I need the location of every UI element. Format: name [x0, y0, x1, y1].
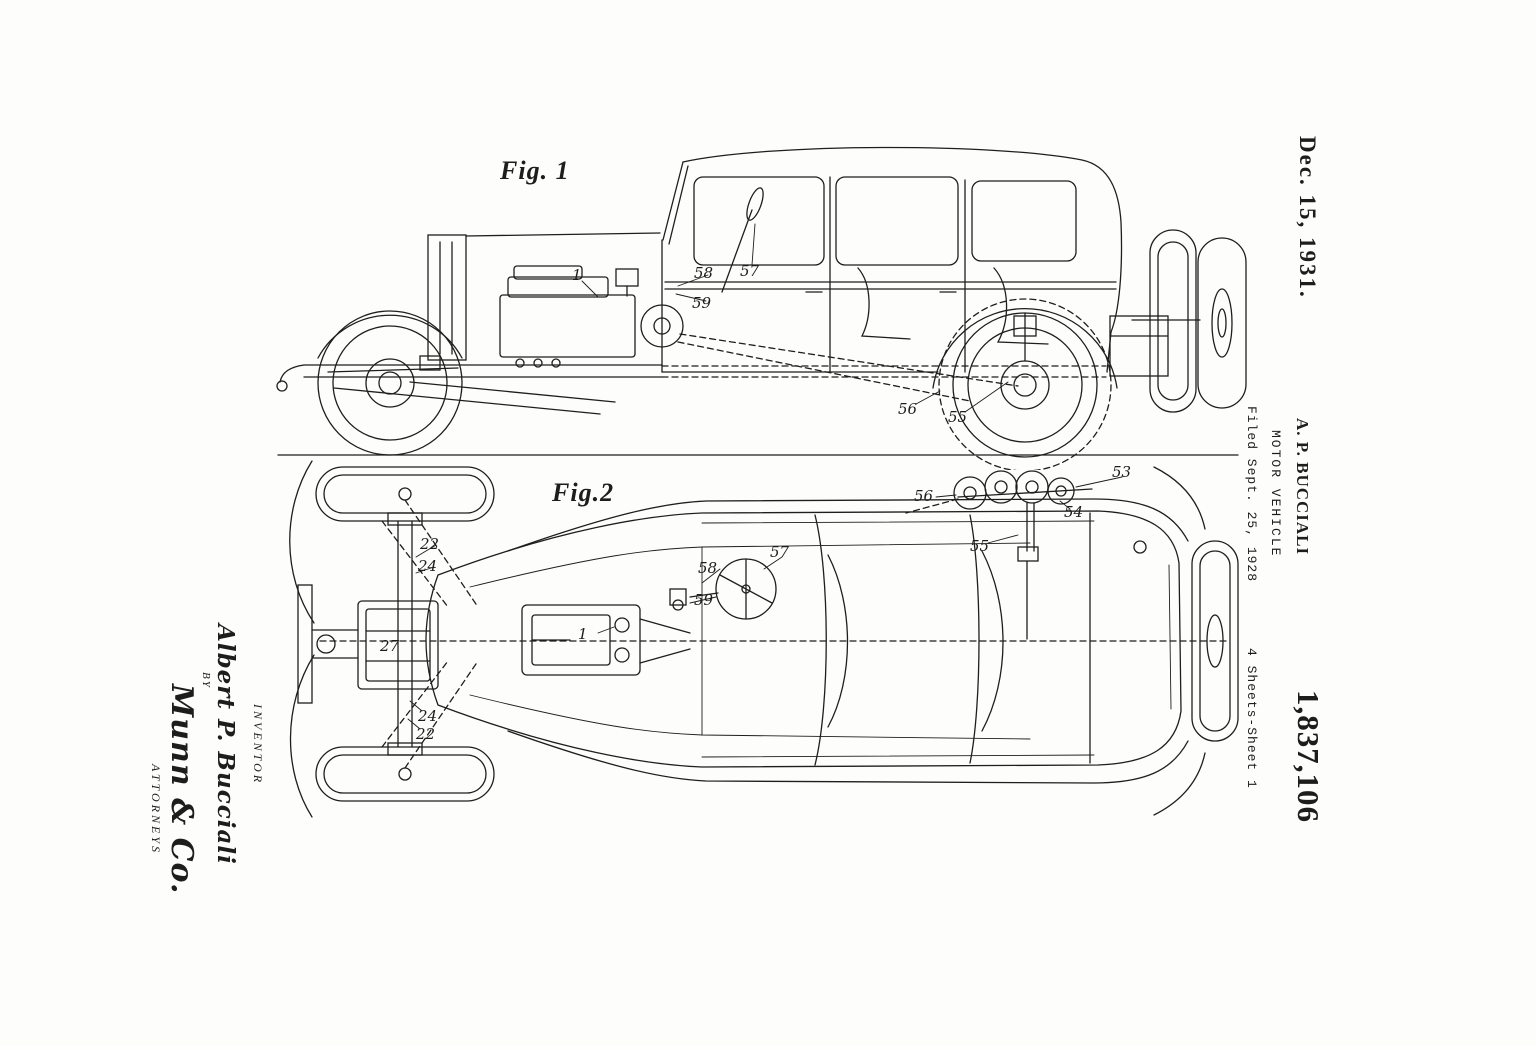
fig2-ref-24-top: 24 [417, 557, 437, 575]
inventor-caption: INVENTOR [251, 704, 265, 786]
fig2-ref-57: 57 [770, 543, 790, 561]
by-label: BY [200, 672, 212, 689]
patent-number: 1,837,106 [1291, 690, 1326, 823]
fig2-ref-1: 1 [578, 625, 588, 643]
patent-title: MOTOR VEHICLE [1268, 430, 1283, 558]
patent-date: Dec. 15, 1931. [1295, 136, 1320, 299]
fig1-ref-56: 56 [898, 400, 918, 418]
fig2-ref-27: 27 [379, 637, 400, 655]
attorney-signature: Munn & Co. [164, 684, 199, 895]
fig2-ref-54: 54 [1064, 503, 1083, 521]
fig2-leader-lines [407, 476, 1123, 730]
fig2-ref-24-bottom: 24 [417, 707, 437, 725]
inventor-name-header: A. P. BUCCIALI [1293, 418, 1312, 556]
fig1-linework [276, 146, 1247, 470]
fig2-label: Fig.2 [552, 478, 615, 507]
fig1-ref-59: 59 [692, 294, 712, 312]
fig2-linework [289, 460, 1239, 818]
fig1-label: Fig. 1 [500, 156, 570, 185]
inventor-signature: Albert P. Bucciali [212, 624, 239, 865]
fig1-ref-55: 55 [948, 408, 967, 426]
fig1-leader-lines [581, 223, 1009, 413]
fig2-ref-53: 53 [1112, 463, 1131, 481]
sheet-number: 4 Sheets-Sheet 1 [1244, 648, 1259, 789]
fig2-ref-55: 55 [970, 537, 989, 555]
fig2-drawing: 22 24 27 1 58 59 57 56 55 54 53 24 22 [289, 460, 1239, 818]
fig2-ref-58: 58 [698, 559, 717, 577]
fig1-ref-58: 58 [694, 264, 713, 282]
filing-date: Filed Sept. 25, 1928 [1244, 406, 1259, 583]
fig1-ref-57: 57 [740, 262, 760, 280]
fig1-drawing: 1 58 59 57 56 55 [276, 146, 1247, 470]
fig2-ref-59: 59 [694, 591, 714, 609]
attorneys-caption: ATTORNEYS [149, 764, 163, 856]
fig2-ref-22-top: 22 [419, 535, 439, 553]
fig2-ref-56: 56 [914, 487, 934, 505]
fig1-ref-1: 1 [572, 266, 582, 284]
fig2-ref-22-bottom: 22 [415, 725, 435, 743]
